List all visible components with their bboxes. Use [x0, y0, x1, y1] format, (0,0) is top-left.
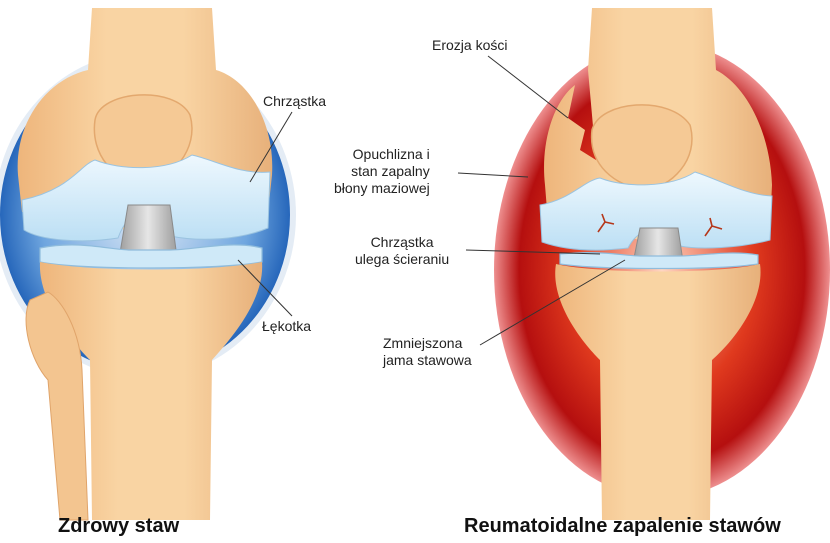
synovitis-label: Opuchlizna i stan zapalny błony maziowej	[334, 146, 430, 197]
healthy-joint-caption: Zdrowy staw	[58, 515, 179, 538]
narrowed-space-label: Zmniejszona jama stawowa	[383, 335, 472, 369]
bone-erosion-label: Erozja kości	[432, 37, 507, 54]
cartilage-label: Chrząstka	[263, 93, 326, 110]
healthy-joint	[0, 8, 293, 520]
bone-erosion-leader-line	[488, 56, 568, 118]
cartilage-wear-label: Chrząstka ulega ścieraniu	[355, 234, 449, 268]
ra-joint-caption: Reumatoidalne zapalenie stawów	[464, 515, 781, 538]
meniscus-label: Łękotka	[262, 318, 311, 335]
ra-joint	[458, 8, 830, 520]
